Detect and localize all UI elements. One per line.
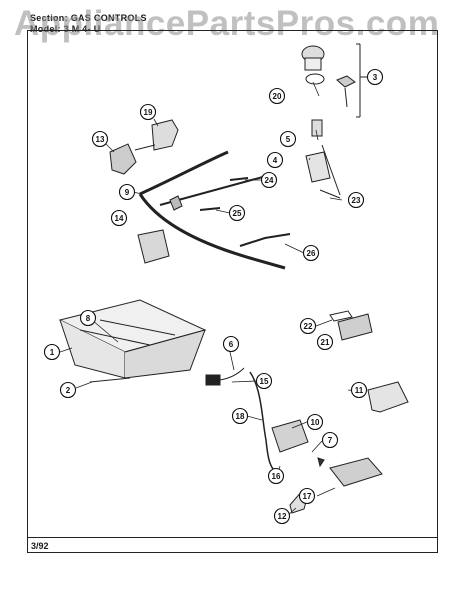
callout-number: 1 [50,348,55,357]
callout-number: 15 [260,377,269,386]
callout-7: 7 [321,431,339,449]
callout-circle [255,372,273,390]
callout-circle [306,413,324,431]
callout-circle [299,317,317,335]
callout-number: 26 [307,249,316,258]
callout-circle [267,467,285,485]
footer-rule [27,537,438,538]
callout-9: 9 [118,183,136,201]
callout-2: 2 [59,381,77,399]
callout-circle [316,333,334,351]
callout-15: 15 [255,372,273,390]
callout-5: 5 [279,130,297,148]
callout-number: 12 [278,512,287,521]
callout-circle [321,431,339,449]
callout-circle [266,151,284,169]
callout-circle [350,381,368,399]
callout-number: 9 [125,188,130,197]
callout-circle [273,507,291,525]
callout-circle [118,183,136,201]
valve-knob-part [301,43,367,118]
callout-number: 11 [355,386,364,395]
callout-3: 3 [366,68,384,86]
ignitor-part [205,367,245,386]
callout-number: 19 [144,108,153,117]
valve-box-part [137,229,170,264]
callout-22: 22 [299,317,317,335]
callout-24: 24 [260,171,278,189]
callout-circle [279,130,297,148]
callout-26: 26 [302,244,320,262]
callout-number: 10 [311,418,320,427]
callout-number: 6 [229,340,234,349]
callout-4: 4 [266,151,284,169]
callout-number: 24 [265,176,274,185]
leader-lines [59,81,366,517]
callout-16: 16 [267,467,285,485]
callout-21: 21 [316,333,334,351]
callout-1: 1 [43,343,61,361]
diagram-header: Section: GAS CONTROLS Model: 3 M 4- U [30,13,147,35]
callout-11: 11 [350,381,368,399]
callout-number: 22 [304,322,313,331]
callout-10: 10 [306,413,324,431]
callout-number: 21 [321,338,330,347]
callout-number: 8 [86,314,91,323]
callout-17: 17 [298,487,316,505]
callout-23: 23 [347,191,365,209]
callout-number: 4 [273,156,278,165]
callout-circle [268,87,286,105]
date-code: 3/92 [31,541,49,551]
callout-8: 8 [79,309,97,327]
callout-number: 23 [352,196,361,205]
model-title: Model: 3 M 4- U [30,24,101,34]
pilot-assembly-part [329,457,383,487]
callout-number: 3 [373,73,378,82]
callout-19: 19 [139,103,157,121]
callout-circle [302,244,320,262]
callout-circle [222,335,240,353]
callout-circle [139,103,157,121]
callout-6: 6 [222,335,240,353]
regulator-part [109,119,179,175]
callout-circle [59,381,77,399]
callout-13: 13 [91,130,109,148]
callout-25: 25 [228,204,246,222]
callout-number: 17 [303,492,312,501]
callout-circle [228,204,246,222]
callout-number: 25 [233,209,242,218]
callout-number: 5 [286,135,291,144]
callout-number: 14 [115,214,124,223]
callout-number: 16 [272,472,281,481]
mount-bracket-part [367,381,409,413]
callout-circle [110,209,128,227]
spark-module-part [329,310,373,341]
callout-circle [347,191,365,209]
base-panel-part [58,299,207,383]
callout-circle [43,343,61,361]
diagram-frame [27,30,438,553]
callout-circle [231,407,249,425]
callout-12: 12 [273,507,291,525]
callout-14: 14 [110,209,128,227]
callout-number: 20 [273,92,282,101]
callout-20: 20 [268,87,286,105]
bracket-part [305,119,341,199]
callout-circle [366,68,384,86]
callout-circle [298,487,316,505]
callout-circle [79,309,97,327]
callout-number: 13 [96,135,105,144]
callout-circle [260,171,278,189]
callout-number: 18 [236,412,245,421]
callout-circle [91,130,109,148]
orifice-fittings [199,177,291,247]
callout-18: 18 [231,407,249,425]
callout-number: 2 [66,386,71,395]
callout-number: 7 [328,436,333,445]
section-title: Section: GAS CONTROLS [30,13,147,23]
